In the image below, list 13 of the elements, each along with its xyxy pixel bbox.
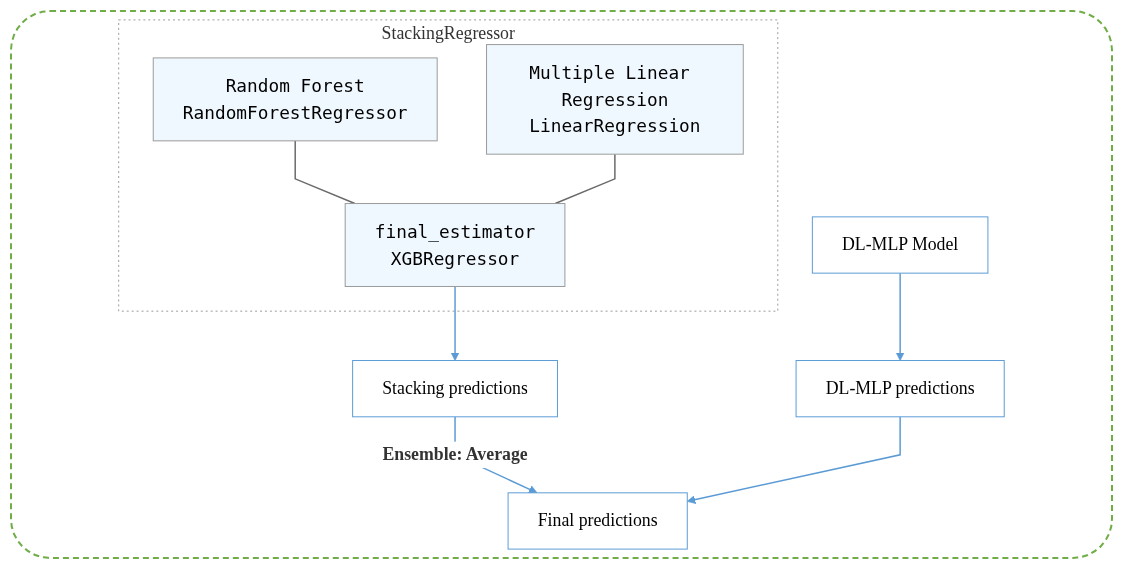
node-box: final_estimator XGBRegressor xyxy=(344,203,566,287)
edge-label: Ensemble: Average xyxy=(382,444,528,465)
connector xyxy=(554,153,616,205)
node-box: Random Forest RandomForestRegressor xyxy=(152,57,438,142)
arrow xyxy=(895,272,905,361)
arrow xyxy=(686,416,901,504)
node-box: DL-MLP predictions xyxy=(795,360,1005,418)
connector xyxy=(294,140,356,205)
node-box: DL-MLP Model xyxy=(811,216,989,274)
node-box: Final predictions xyxy=(507,492,688,550)
node-box: Multiple Linear Regression LinearRegression xyxy=(486,44,744,155)
node-box: Stacking predictions xyxy=(352,360,558,418)
arrow xyxy=(450,285,460,361)
